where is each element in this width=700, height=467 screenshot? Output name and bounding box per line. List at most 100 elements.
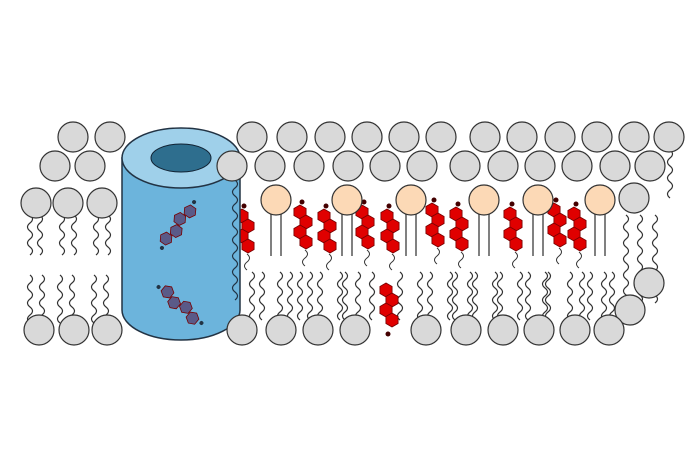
- lipid-head: [331, 184, 363, 216]
- mol-end: [159, 245, 164, 250]
- lipid-head: [339, 314, 371, 346]
- lipid-tail: [248, 271, 256, 321]
- lipid-head: [74, 150, 106, 182]
- hydroxyl: [361, 199, 367, 205]
- cholesterol-molecules: [235, 197, 587, 337]
- chol-tail: [512, 251, 518, 269]
- lipid-tail: [491, 271, 499, 321]
- lipid-head: [487, 150, 519, 182]
- ring: [169, 224, 183, 239]
- lipid-head: [254, 150, 286, 182]
- lipid-head: [449, 150, 481, 182]
- lipid-tail: [341, 271, 349, 321]
- lipid-tail: [622, 214, 630, 304]
- chol-tail: [458, 251, 464, 269]
- lipid-head: [314, 121, 346, 153]
- hydroxyl: [553, 197, 559, 203]
- ring: [159, 231, 173, 246]
- channel-molecule: [159, 200, 197, 250]
- ring: [431, 232, 445, 248]
- lipid-head: [406, 150, 438, 182]
- lipid-head: [506, 121, 538, 153]
- cholesterol: [317, 203, 337, 271]
- lipid-head: [522, 184, 554, 216]
- ring: [455, 236, 469, 252]
- ring: [241, 238, 255, 254]
- ring: [386, 238, 400, 254]
- lipid-head: [86, 187, 118, 219]
- lipid-head: [425, 121, 457, 153]
- lipid-tail: [566, 271, 574, 321]
- lipid-head: [634, 150, 666, 182]
- chol-tail: [434, 247, 440, 265]
- mol-end: [199, 320, 204, 325]
- channel-molecule: [156, 285, 204, 325]
- lipid-head: [23, 314, 55, 346]
- hydroxyl: [431, 197, 437, 203]
- ring: [183, 204, 197, 219]
- lipid-tail: [36, 214, 44, 256]
- hydroxyl: [455, 201, 461, 207]
- special-lipid-tails: [270, 210, 606, 256]
- lipid-head: [94, 121, 126, 153]
- lipid-head: [468, 184, 500, 216]
- lipid-head: [302, 314, 334, 346]
- lipid-tail: [544, 271, 552, 321]
- ring: [299, 234, 313, 250]
- lipid-head: [91, 314, 123, 346]
- lipid-tail: [466, 271, 474, 321]
- lipid-head: [633, 267, 665, 299]
- chol-tail: [364, 249, 370, 267]
- lipid-head: [618, 182, 650, 214]
- cholesterol: [379, 282, 399, 337]
- mol-end: [192, 200, 197, 205]
- lipid-tail: [70, 214, 78, 256]
- lipid-tail: [496, 271, 504, 321]
- lipid-head: [487, 314, 519, 346]
- chol-tail: [556, 247, 562, 265]
- lipid-head: [351, 121, 383, 153]
- lipid-tail: [316, 271, 324, 321]
- lipid-tail: [58, 214, 66, 256]
- lipid-tail: [608, 271, 616, 321]
- lipid-tail: [524, 271, 532, 321]
- lipid-tail: [578, 271, 586, 321]
- lipid-head: [395, 184, 427, 216]
- lipid-tail: [416, 271, 424, 321]
- ring: [179, 300, 193, 314]
- lipid-head: [581, 121, 613, 153]
- cholesterol: [293, 199, 313, 267]
- lipid-tail: [354, 271, 362, 321]
- lipid-head: [584, 184, 616, 216]
- ring: [160, 285, 175, 299]
- lipid-head: [58, 314, 90, 346]
- lipid-head: [544, 121, 576, 153]
- lipid-tail: [56, 274, 64, 324]
- lipid-head: [236, 121, 268, 153]
- chol-tail: [244, 253, 250, 271]
- lipid-head: [593, 314, 625, 346]
- lipid-tail: [666, 149, 674, 199]
- lipid-tail: [286, 271, 294, 321]
- channel-pore: [150, 143, 212, 173]
- channel-tail: [231, 179, 239, 301]
- lipid-head: [260, 184, 292, 216]
- lipid-head: [332, 150, 364, 182]
- lipid-tail: [336, 271, 344, 321]
- lipid-tails: [26, 149, 674, 324]
- lipid-head: [524, 150, 556, 182]
- ring: [553, 232, 567, 248]
- lipid-tail: [276, 271, 284, 321]
- lipid-head: [469, 121, 501, 153]
- lipid-head: [561, 150, 593, 182]
- lipid-head: [226, 314, 258, 346]
- ring: [173, 211, 187, 226]
- lipid-head: [20, 187, 52, 219]
- lipid-tail: [600, 271, 608, 321]
- lipid-tail: [471, 271, 479, 321]
- chol-tail: [389, 253, 395, 271]
- lipid-head: [614, 294, 646, 326]
- chol-tail: [326, 253, 332, 271]
- ring: [509, 236, 523, 252]
